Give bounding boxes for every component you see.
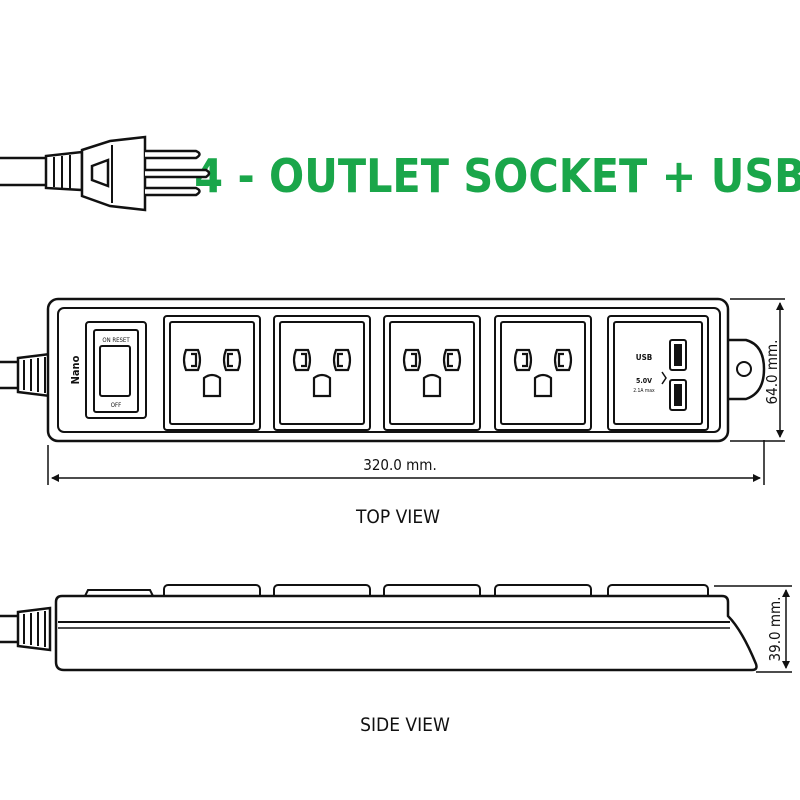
height-dimension [714,585,792,673]
side-view-label: SIDE VIEW [360,714,450,736]
strip-body-side [54,594,758,672]
switch-on-label: ON RESET [102,337,130,344]
outlet-3 [383,315,481,431]
width-label: 64.0 mm. [763,340,781,405]
side-view [0,584,758,672]
usb-rating: 5.0V [636,377,652,385]
usb-module [607,315,709,431]
length-dimension [47,440,765,485]
usb-type-label: USB [636,353,653,362]
outlet-2 [273,315,371,431]
plug-icon [0,135,211,212]
socket-holes [182,348,573,398]
strip-body-top [46,297,730,443]
height-label: 39.0 mm. [766,597,784,662]
hang-tab [722,338,766,401]
top-view [0,297,766,443]
switch-off-label: OFF [111,402,121,409]
outlet-1 [163,315,261,431]
outlet-group [163,315,592,431]
length-label: 320.0 mm. [363,456,436,474]
hang-hole [736,361,752,377]
usb-rating-sub: 2.1A max [633,388,655,394]
switch-top [83,589,155,599]
side-cord [0,606,52,652]
top-view-label: TOP VIEW [355,506,440,528]
usb-port-1 [669,339,687,371]
width-dimension [730,298,785,442]
outlet-4 [494,315,592,431]
usb-port-2 [669,379,687,411]
page-title: 4 - OUTLET SOCKET + USB [194,149,800,203]
top-cord [0,352,52,398]
power-switch [85,321,147,419]
strip-inner-panel [57,307,721,433]
brand-logo: Nano [69,355,82,384]
